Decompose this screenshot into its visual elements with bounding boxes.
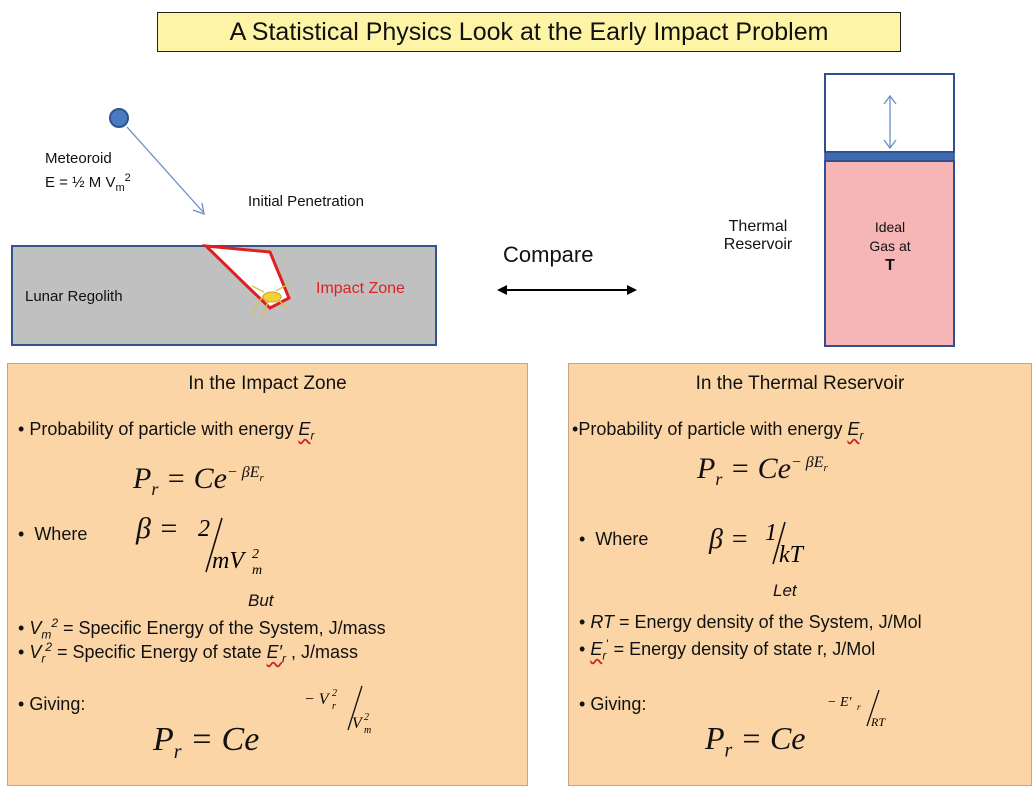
page-title: A Statistical Physics Look at the Early … xyxy=(157,12,901,52)
er-definition: • Er' = Energy density of state r, J/Mol xyxy=(579,637,876,663)
thermal-probability-bullet: •Probability of particle with energy Er xyxy=(572,419,864,443)
svg-text:2: 2 xyxy=(252,547,259,562)
ideal-gas-label: Ideal Gas at T xyxy=(869,219,911,274)
but-label: But xyxy=(248,591,274,610)
rt-definition: • RT = Energy density of the System, J/M… xyxy=(579,612,922,632)
svg-text:m: m xyxy=(364,725,371,736)
svg-text:1: 1 xyxy=(765,520,777,546)
initial-penetration-label: Initial Penetration xyxy=(248,193,364,210)
svg-text:− E′: − E′ xyxy=(827,695,852,710)
svg-text:kT: kT xyxy=(779,542,805,568)
thermal-reservoir-panel: In the Thermal Reservoir •Probability of… xyxy=(568,363,1032,786)
svg-text:V: V xyxy=(352,715,364,732)
piston-arrowhead-up xyxy=(883,94,897,105)
thermal-reservoir-label: Thermal Reservoir xyxy=(723,218,793,253)
thermal-result-formula: Pr = Ce xyxy=(705,720,806,762)
thermal-result-exponent: − E′ r RT xyxy=(827,689,886,729)
svg-text:r: r xyxy=(332,701,336,712)
lunar-regolith-label: Lunar Regolith xyxy=(25,288,123,305)
impact-sparks xyxy=(250,282,291,318)
svg-text:m: m xyxy=(252,563,262,578)
compare-label: Compare xyxy=(503,242,594,267)
svg-text:2: 2 xyxy=(332,688,337,699)
meteoroid-energy-label: E = ½ M Vm2 xyxy=(45,172,131,194)
impact-zone-panel: In the Impact Zone • Probability of part… xyxy=(7,363,528,786)
impact-beta-formula: β = xyxy=(136,512,187,545)
piston xyxy=(824,151,955,162)
thermal-giving-bullet: • Giving: xyxy=(579,694,647,714)
svg-text:r: r xyxy=(857,702,861,712)
compare-arrowhead-right xyxy=(627,285,637,295)
svg-text:mV: mV xyxy=(212,548,246,574)
vm-definition: • Vm2 = Specific Energy of the System, J… xyxy=(18,616,386,642)
thermal-beta-formula: β = xyxy=(709,524,756,555)
impact-where-bullet: • Where xyxy=(18,524,88,544)
piston-arrowhead-down xyxy=(883,139,897,150)
impact-result-exponent: − V 2 r V 2 m xyxy=(304,685,371,736)
meteoroid-trajectory-arrow xyxy=(126,126,204,213)
thermal-beta-fraction: 1 kT xyxy=(765,520,805,568)
impact-hot-spot xyxy=(262,291,282,303)
meteoroid-circle xyxy=(109,108,129,128)
impact-giving-bullet: • Giving: xyxy=(18,694,86,714)
thermal-probability-formula: Pr = Ce− βEr xyxy=(697,452,828,489)
vr-definition: • Vr2 = Specific Energy of state E′r , J… xyxy=(18,640,359,666)
impact-zone-heading: In the Impact Zone xyxy=(188,373,347,394)
impact-zone-label: Impact Zone xyxy=(316,280,405,297)
impact-beta-fraction: 2 mV 2 m xyxy=(198,516,262,578)
thermal-where-bullet: • Where xyxy=(579,529,649,549)
compare-arrowhead-left xyxy=(497,285,507,295)
meteoroid-arrowhead xyxy=(192,202,205,215)
svg-text:RT: RT xyxy=(870,715,886,729)
ideal-gas-chamber xyxy=(824,160,955,347)
thermal-reservoir-heading: In the Thermal Reservoir xyxy=(695,373,905,394)
svg-text:2: 2 xyxy=(364,712,369,723)
impact-probability-bullet: • Probability of particle with energy Er xyxy=(18,419,315,443)
svg-text:− V: − V xyxy=(304,691,331,708)
impact-scene-diagram xyxy=(11,73,955,347)
impact-probability-formula: Pr = Ce− βEr xyxy=(133,462,264,499)
meteoroid-label: Meteoroid xyxy=(45,150,112,167)
let-label: Let xyxy=(773,581,797,600)
svg-text:2: 2 xyxy=(198,516,210,542)
impact-result-formula: Pr = Ce xyxy=(153,721,260,763)
